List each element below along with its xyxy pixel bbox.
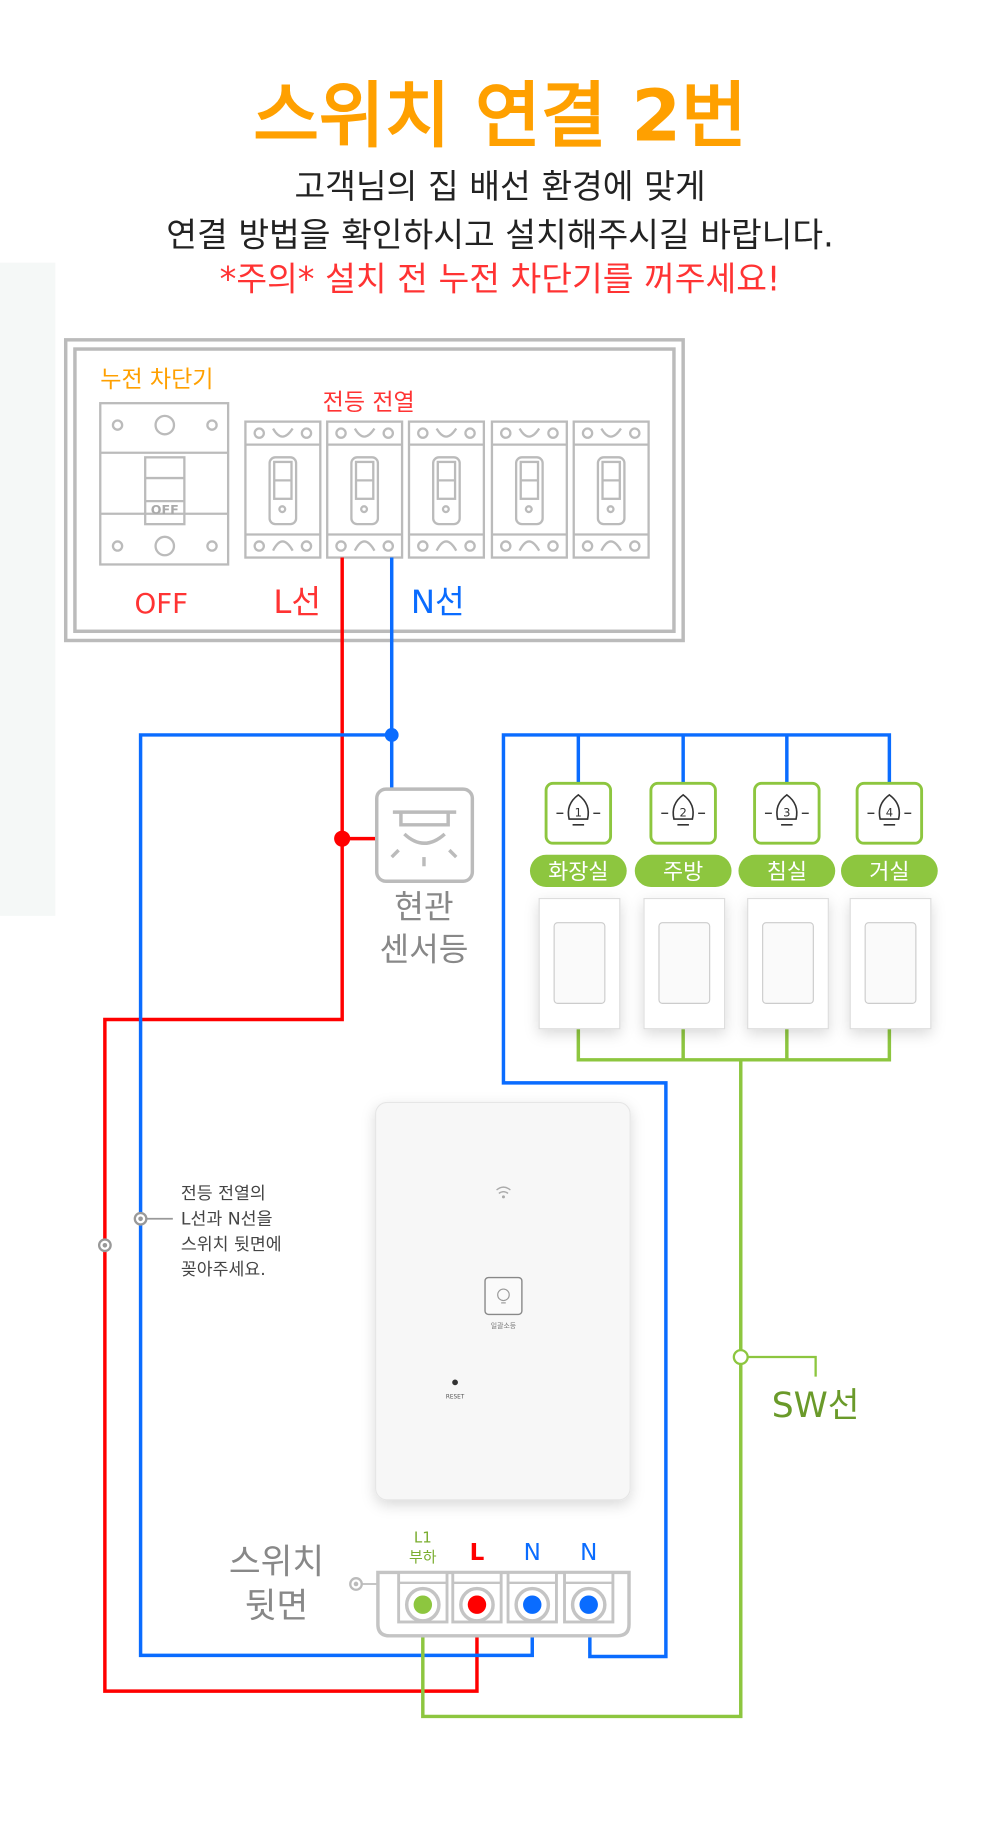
sw-pointer-dot bbox=[732, 1348, 749, 1366]
terminal-2 bbox=[451, 1570, 503, 1624]
lamp-number: 4 bbox=[886, 806, 893, 820]
bulb-icon bbox=[672, 793, 694, 820]
sw-wire bbox=[576, 1028, 892, 1062]
terminal-l1-top: L1 bbox=[414, 1528, 432, 1546]
lamp-number: 3 bbox=[783, 806, 790, 820]
bulb-icon bbox=[497, 1288, 510, 1304]
terminal-l1-bottom: 부하 bbox=[409, 1548, 437, 1566]
reset-label: RESET bbox=[446, 1394, 465, 1400]
note-line-3: 스위치 뒷면에 bbox=[181, 1235, 282, 1255]
subtitle-line-2: 연결 방법을 확인하시고 설치해주시길 바랍니다. bbox=[166, 216, 833, 255]
subtitle-line-1: 고객님의 집 배선 환경에 맞게 bbox=[294, 167, 705, 206]
terminal-n1-label: N bbox=[524, 1540, 541, 1566]
branch-breaker bbox=[407, 420, 486, 559]
main-breaker-label: 누전 차단기 bbox=[100, 367, 213, 393]
sw-wire-label: SW선 bbox=[772, 1386, 860, 1426]
warning-text: *주의* 설치 전 누전 차단기를 꺼주세요! bbox=[220, 259, 781, 298]
bulb-icon bbox=[567, 793, 590, 820]
switch-back-label-1: 스위치 bbox=[229, 1543, 324, 1583]
wall-switch-4 bbox=[849, 897, 932, 1030]
lamp-3: 3 침실 bbox=[738, 781, 836, 888]
room-label: 화장실 bbox=[548, 860, 608, 885]
lamp-1: 1 화장실 bbox=[529, 781, 627, 888]
wifi-icon bbox=[496, 1186, 511, 1195]
room-label: 주방 bbox=[663, 860, 703, 885]
lamp-n-drops bbox=[576, 734, 789, 784]
terminal-3 bbox=[506, 1570, 558, 1624]
wall-switch-1 bbox=[538, 897, 621, 1030]
room-label: 거실 bbox=[869, 860, 909, 885]
lamp-number: 1 bbox=[575, 806, 582, 820]
page-title: 스위치 연결 2번 bbox=[253, 75, 747, 158]
branch-breaker bbox=[326, 420, 404, 559]
room-pill bbox=[634, 854, 732, 888]
all-off-label: 일괄소등 bbox=[491, 1321, 516, 1330]
breaker-panel bbox=[63, 338, 685, 643]
terminal-l-label: L bbox=[470, 1540, 485, 1566]
note-line-1: 전등 전열의 bbox=[181, 1184, 266, 1204]
room-pill bbox=[738, 854, 836, 888]
switch-back-label-2: 뒷면 bbox=[245, 1586, 309, 1626]
branch-breaker bbox=[244, 420, 322, 559]
room-label: 침실 bbox=[767, 860, 807, 885]
lamp-4: 4 거실 bbox=[840, 781, 938, 888]
sw-wire-main bbox=[421, 1059, 743, 1719]
bulb-icon bbox=[776, 793, 798, 820]
main-breaker-off-text: OFF bbox=[151, 502, 179, 517]
bulb-icon bbox=[878, 793, 901, 820]
wall-switch-3 bbox=[747, 897, 829, 1030]
main-breaker-state: OFF bbox=[135, 587, 189, 620]
n-wire-main bbox=[138, 733, 534, 1658]
note-line-2: L선과 N선을 bbox=[181, 1210, 273, 1230]
lamp-number: 2 bbox=[679, 806, 686, 820]
sensor-label-line-2: 센서등 bbox=[379, 931, 468, 969]
n-wire-label: N선 bbox=[411, 583, 465, 621]
all-off-button[interactable] bbox=[484, 1276, 523, 1316]
l-wire bbox=[103, 557, 479, 1693]
n-wire-lamps bbox=[501, 733, 892, 1659]
l-wire-label: L선 bbox=[273, 583, 321, 621]
reset-button[interactable] bbox=[452, 1379, 458, 1386]
sensor-label-line-1: 현관 bbox=[394, 888, 453, 926]
branch-breakers-label: 전등 전열 bbox=[323, 390, 415, 416]
l-junction-dot bbox=[334, 830, 351, 847]
branch-breaker bbox=[572, 420, 650, 559]
room-pill bbox=[529, 854, 627, 888]
entrance-sensor-light bbox=[375, 787, 475, 883]
side-panel bbox=[0, 262, 56, 916]
lamp-2: 2 주방 bbox=[634, 781, 732, 888]
terminal-1 bbox=[397, 1570, 449, 1624]
branch-breaker bbox=[490, 420, 568, 559]
wall-switch-2 bbox=[643, 897, 726, 1030]
room-pill bbox=[840, 854, 938, 888]
main-breaker bbox=[99, 402, 230, 566]
note-line-4: 꽂아주세요. bbox=[181, 1260, 266, 1280]
terminal-n2-label: N bbox=[580, 1540, 597, 1566]
terminal-4 bbox=[563, 1570, 615, 1624]
n-junction-dot bbox=[384, 728, 399, 742]
